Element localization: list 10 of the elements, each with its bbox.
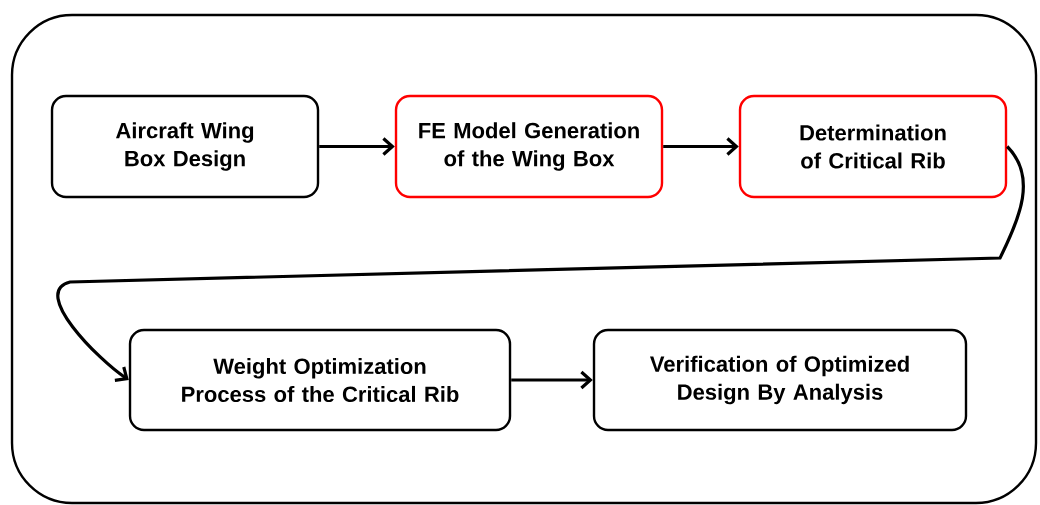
arrow bbox=[511, 370, 593, 390]
process-box: Determination of Critical Rib bbox=[738, 94, 1008, 199]
arrow bbox=[56, 145, 1025, 382]
arrow bbox=[319, 137, 395, 156]
process-box: FE Model Generation of the Wing Box bbox=[394, 94, 664, 199]
process-box: Verification of Optimized Design By Analysis bbox=[592, 328, 968, 432]
process-box: Weight Optimization Process of the Critical Rib bbox=[128, 328, 512, 432]
arrow bbox=[663, 137, 739, 156]
frame bbox=[10, 13, 1038, 505]
process-box: Aircraft Wing Box Design bbox=[50, 94, 320, 199]
